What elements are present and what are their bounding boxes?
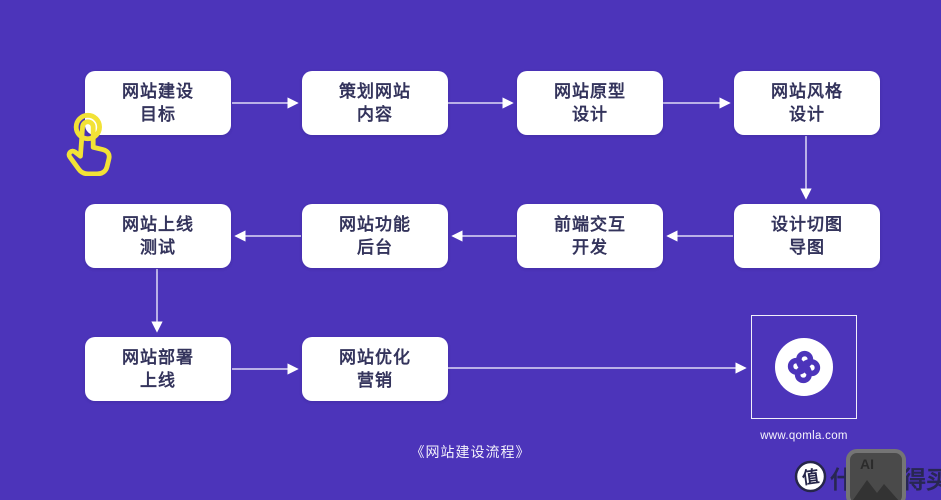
flow-box-plan-line1: 策划网站 [339, 82, 411, 101]
watermark-coin-icon: 值 [794, 460, 827, 493]
logo-box [751, 315, 857, 419]
flow-box-plan: 策划网站 内容 [302, 71, 448, 135]
flow-box-prototype-line2: 设计 [572, 105, 608, 124]
flow-box-launch-test-line2: 测试 [140, 238, 176, 257]
flowchart-caption: 《网站建设流程》 [410, 444, 531, 460]
flow-box-marketing: 网站优化 营销 [302, 337, 448, 401]
qomla-clover-icon [787, 350, 821, 384]
flow-box-style-line1: 网站风格 [771, 82, 843, 101]
flow-box-plan-line2: 内容 [357, 105, 393, 124]
flow-box-prototype-line1: 网站原型 [554, 82, 626, 101]
tap-hand-icon [66, 112, 112, 176]
ai-badge-label: AI [860, 456, 874, 472]
flow-box-deploy-line2: 上线 [140, 371, 176, 390]
watermark-coin-glyph: 值 [801, 466, 821, 488]
flow-box-style: 网站风格 设计 [734, 71, 880, 135]
flow-box-slicing-line1: 设计切图 [771, 215, 843, 234]
watermark: 值 什么值得买 AI [790, 446, 941, 500]
flow-box-frontend: 前端交互 开发 [517, 204, 663, 268]
flow-box-frontend-line1: 前端交互 [554, 215, 626, 234]
flow-box-goal-line1: 网站建设 [122, 82, 194, 101]
flow-box-goal: 网站建设 目标 [85, 71, 231, 135]
logo-url: www.qomla.com [760, 430, 848, 442]
flow-box-launch-test-line1: 网站上线 [122, 215, 194, 234]
ai-image-badge-icon: AI [846, 449, 906, 500]
flow-box-deploy: 网站部署 上线 [85, 337, 231, 401]
flow-box-frontend-line2: 开发 [572, 238, 608, 257]
flow-box-marketing-line1: 网站优化 [339, 348, 411, 367]
flow-box-backend-line2: 后台 [357, 238, 393, 257]
flow-box-launch-test: 网站上线 测试 [85, 204, 231, 268]
flow-box-goal-line2: 目标 [140, 105, 176, 124]
flow-box-deploy-line1: 网站部署 [122, 348, 194, 367]
flow-box-slicing: 设计切图 导图 [734, 204, 880, 268]
flow-box-backend: 网站功能 后台 [302, 204, 448, 268]
flow-box-backend-line1: 网站功能 [339, 215, 411, 234]
logo-circle [775, 338, 833, 396]
flow-box-style-line2: 设计 [789, 105, 825, 124]
flow-box-slicing-line2: 导图 [789, 238, 825, 257]
flow-box-prototype: 网站原型 设计 [517, 71, 663, 135]
flow-box-marketing-line2: 营销 [357, 371, 393, 390]
mountain-glyph [853, 480, 899, 500]
